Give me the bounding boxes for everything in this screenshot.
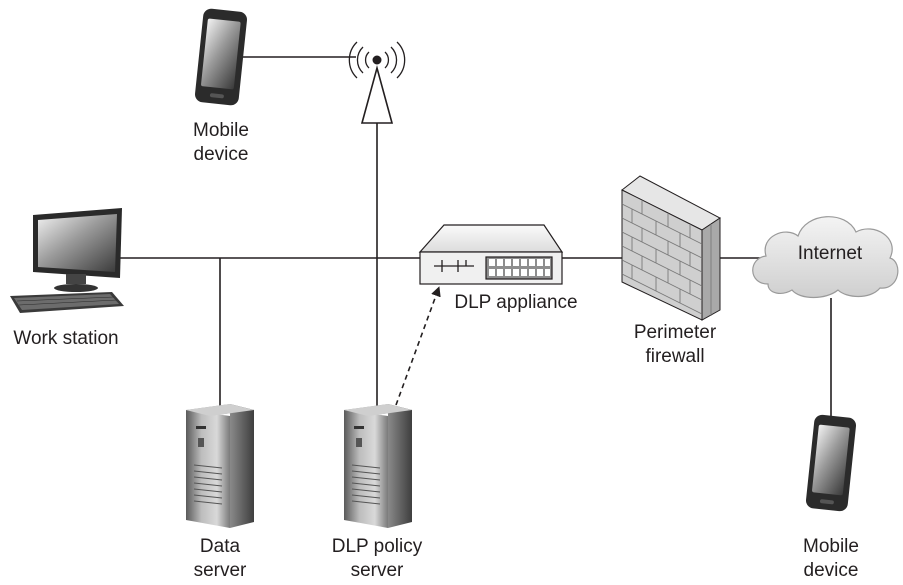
antenna-tower-icon <box>348 41 406 124</box>
data-server-icon <box>186 404 254 528</box>
firewall-icon <box>621 175 721 321</box>
label-line: Mobile <box>803 536 859 557</box>
label-line: device <box>803 560 859 581</box>
label-line: server <box>350 560 404 581</box>
dlp-policy-server-icon <box>344 404 412 528</box>
workstation-label: Work station <box>0 327 132 351</box>
label-line: Mobile <box>193 120 249 141</box>
connections <box>120 56 832 418</box>
label-line: firewall <box>645 346 705 367</box>
mobile-device-top-icon <box>195 8 247 106</box>
dlp-appliance-label: DLP appliance <box>446 291 586 315</box>
label-line: Perimeter <box>633 322 717 343</box>
label-line: server <box>193 560 247 581</box>
internet-cloud-icon <box>752 216 899 299</box>
mobile-device-bottom-label: Mobile device <box>781 535 881 583</box>
label-line: Data <box>199 536 241 557</box>
mobile-device-top-label: Mobile device <box>171 119 271 167</box>
label-line: DLP appliance <box>454 292 578 313</box>
firewall-label: Perimeter firewall <box>620 321 730 369</box>
policy-to-appliance-dashed-arrow <box>395 286 441 406</box>
mobile-device-bottom-icon <box>805 414 857 512</box>
workstation-icon <box>10 208 124 313</box>
label-line: DLP policy <box>331 536 423 557</box>
internet-label: Internet <box>780 242 880 266</box>
dlp-policy-server-label: DLP policy server <box>317 535 437 583</box>
dlp-appliance-icon <box>418 224 564 285</box>
data-server-label: Data server <box>170 535 270 583</box>
label-line: Work station <box>13 328 119 349</box>
label-line: device <box>193 144 249 165</box>
label-line: Internet <box>797 243 863 264</box>
